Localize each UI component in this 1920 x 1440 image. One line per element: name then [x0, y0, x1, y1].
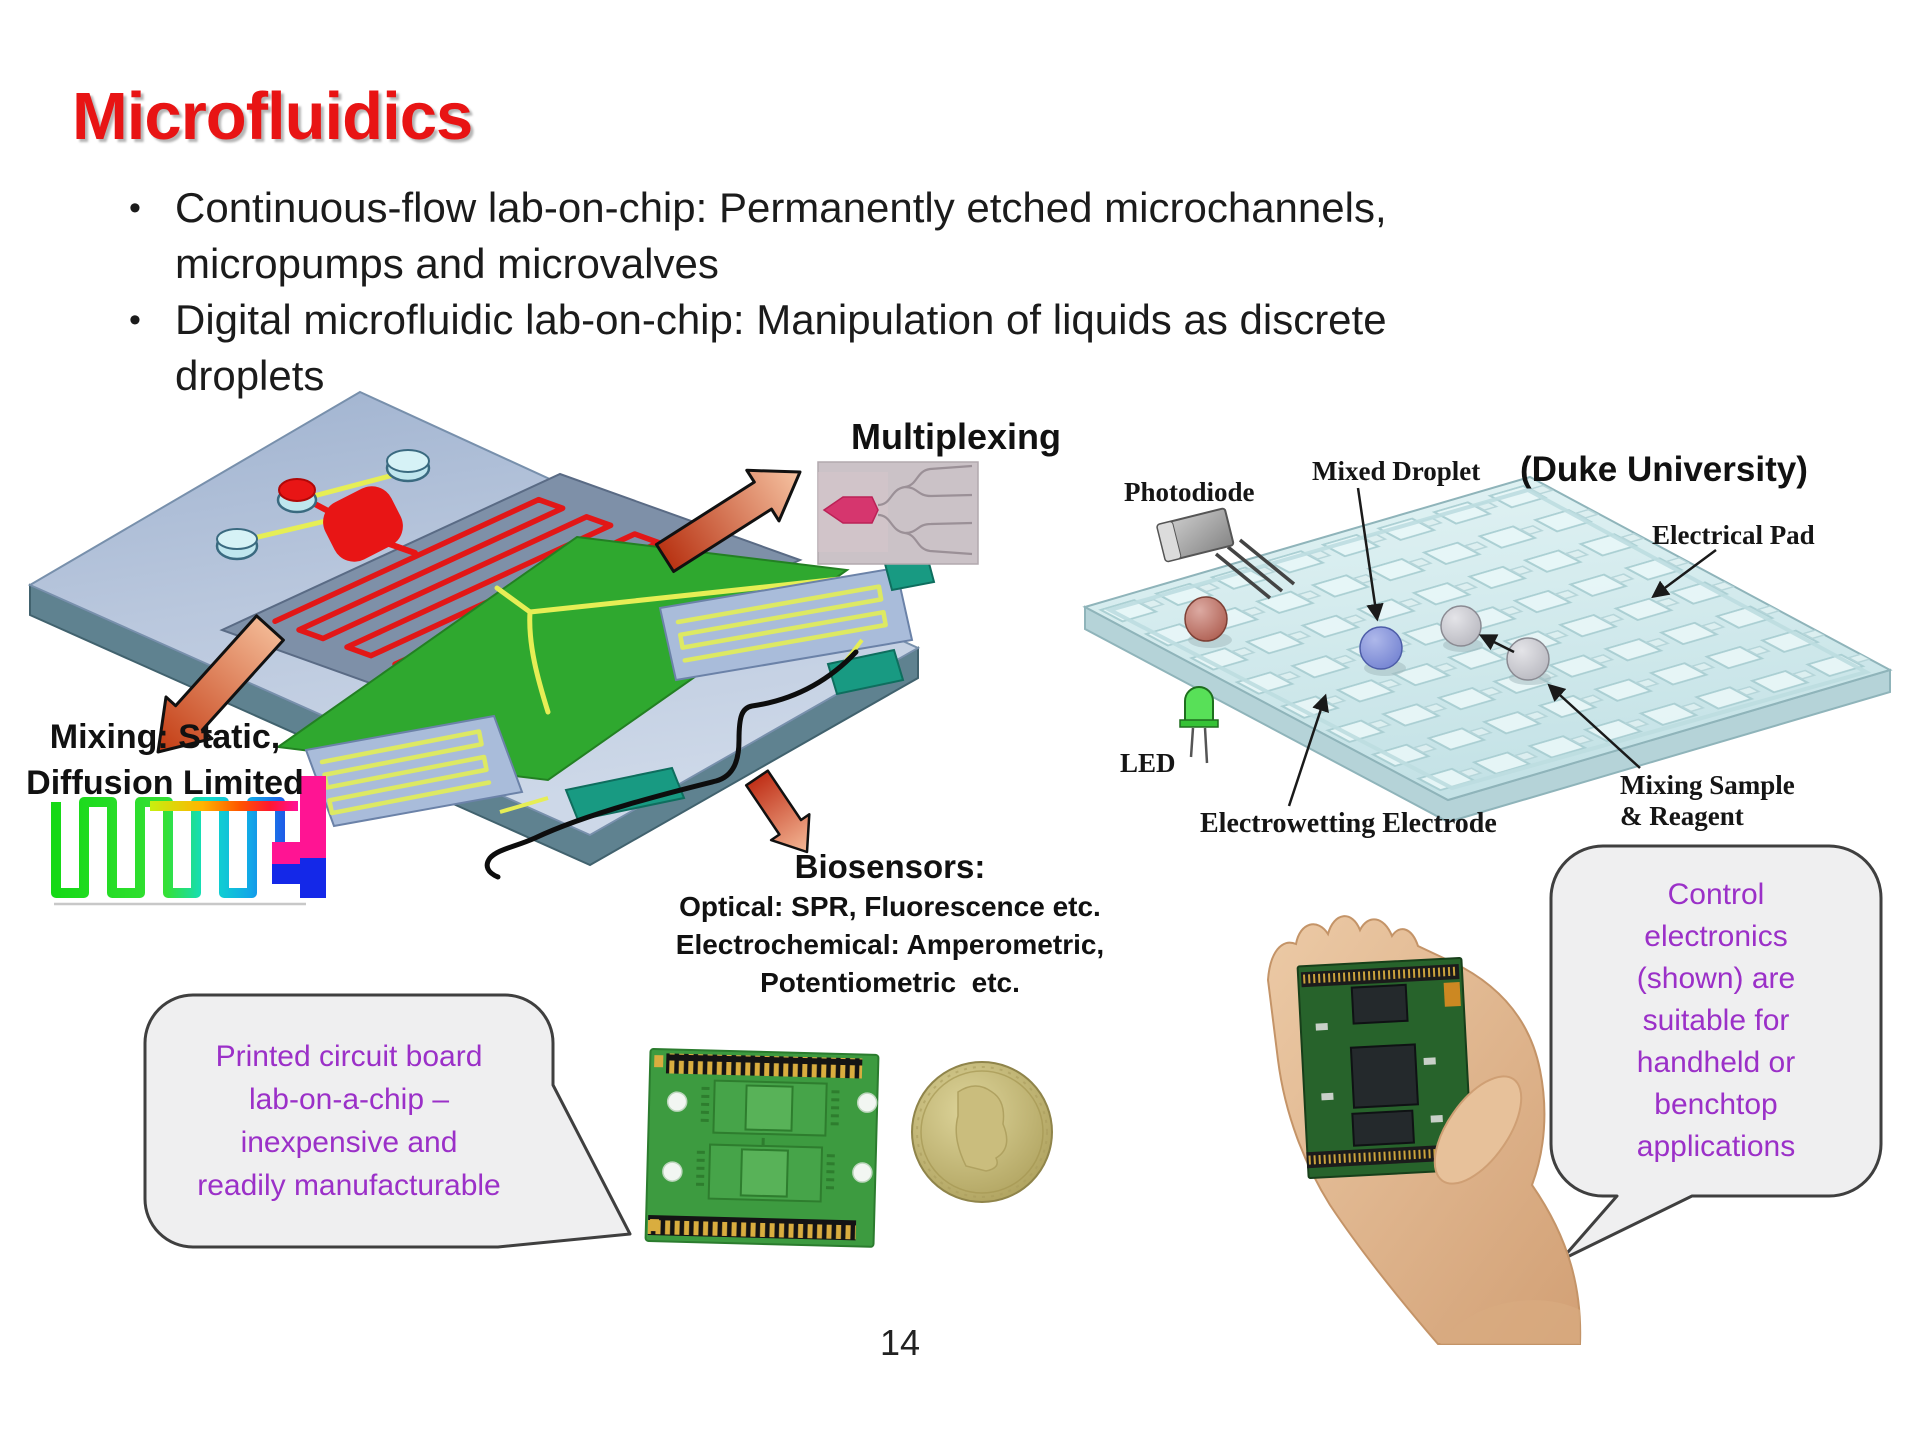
arrow-to-biosensors	[744, 769, 811, 854]
biosensors-line-2: Electrochemical: Amperometric,	[675, 929, 1105, 960]
mixed-droplet-label: Mixed Droplet	[1312, 456, 1481, 486]
control-callout-line-4: suitable for	[1642, 1004, 1790, 1037]
bullet-item-2: • Digital microfluidic lab-on-chip: Mani…	[95, 292, 1695, 404]
bullet-1-line-2: micropumps and microvalves	[175, 240, 719, 287]
control-callout-line-5: handheld or	[1636, 1046, 1796, 1079]
micromixer-cfd-image	[51, 776, 326, 906]
arrow-to-multiplexing	[654, 468, 802, 573]
control-callout-line-7: applications	[1636, 1130, 1796, 1163]
electrical-pad-label: Electrical Pad	[1652, 520, 1815, 550]
pcb-callout-line-1: Printed circuit board	[215, 1040, 483, 1073]
photodiode-icon	[1156, 507, 1296, 600]
control-callout-line-6: benchtop	[1654, 1088, 1778, 1121]
pcb-callout-line-2: lab-on-a-chip –	[248, 1083, 450, 1116]
biosensors-block: Biosensors: Optical: SPR, Fluorescence e…	[640, 846, 1140, 1002]
led-icon	[1179, 686, 1219, 764]
slide-title: Microfluidics	[72, 79, 473, 154]
bullet-1-line-1: Continuous-flow lab-on-chip: Permanently…	[175, 184, 1387, 231]
pcb-photo	[644, 1048, 880, 1248]
multiplexing-inset-photo	[817, 461, 979, 565]
photodiode-label: Photodiode	[1124, 477, 1255, 507]
arrow-down-left	[156, 614, 285, 754]
control-callout-line-2: electronics	[1644, 920, 1788, 953]
continuous-flow-chip-illustration	[27, 390, 936, 867]
bullet-item-1: • Continuous-flow lab-on-chip: Permanent…	[95, 180, 1695, 292]
mixing-sample-line-1: Mixing Sample	[1620, 770, 1795, 800]
biosensors-line-1: Optical: SPR, Fluorescence etc.	[679, 891, 1101, 922]
control-callout-line-1: Control	[1667, 878, 1765, 911]
coin-photo	[911, 1061, 1053, 1203]
callout-bubble-pcb	[143, 993, 632, 1249]
control-callout-line-3: (shown) are	[1636, 962, 1796, 995]
page-number: 14	[879, 1322, 921, 1363]
biosensors-title: Biosensors:	[794, 848, 986, 885]
bullet-marker: •	[129, 301, 141, 339]
pcb-callout-line-4: readily manufacturable	[197, 1169, 501, 1202]
led-label: LED	[1120, 748, 1176, 778]
bullet-marker: •	[129, 189, 141, 227]
pcb-callout-text: Printed circuit board lab-on-a-chip – in…	[145, 995, 553, 1247]
multiplexing-label: Multiplexing	[851, 416, 1061, 457]
biosensors-line-3: Potentiometric etc.	[760, 967, 1020, 998]
mixing-label-line-2: Diffusion Limited	[26, 764, 304, 802]
electrowetting-electrode-label: Electrowetting Electrode	[1200, 808, 1497, 839]
mixing-label-line-1: Mixing: Static,	[49, 718, 281, 756]
mixing-sample-line-2: & Reagent	[1620, 801, 1744, 831]
duke-university-credit: (Duke University)	[1520, 450, 1808, 489]
bullet-list: • Continuous-flow lab-on-chip: Permanent…	[95, 180, 1695, 404]
mixing-label: Mixing: Static, Diffusion Limited	[0, 714, 330, 806]
brace-curve	[484, 649, 859, 880]
bullet-2-line-1: Digital microfluidic lab-on-chip: Manipu…	[175, 296, 1387, 343]
duke-label-arrows	[1287, 487, 1717, 807]
callout-bubble-control	[1549, 844, 1883, 1262]
pcb-callout-line-3: inexpensive and	[240, 1126, 458, 1159]
mixing-sample-label: Mixing Sample & Reagent	[1620, 770, 1795, 832]
chip-inlet-wells	[215, 449, 431, 561]
hand-with-board-photo	[1266, 915, 1582, 1345]
control-callout-text: Control electronics (shown) are suitable…	[1551, 846, 1881, 1196]
digital-microfluidics-illustration	[1082, 475, 1893, 824]
bullet-2-line-2: droplets	[175, 352, 325, 399]
